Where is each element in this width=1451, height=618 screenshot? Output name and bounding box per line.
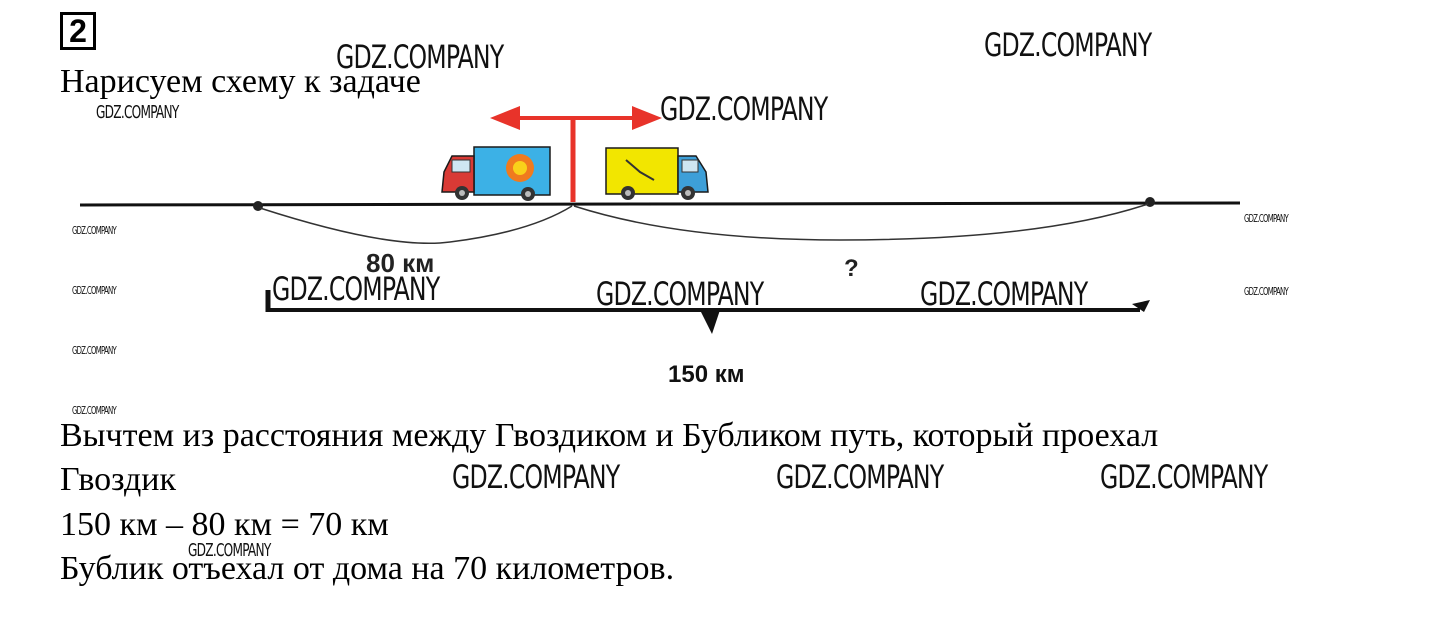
watermark: GDZ.COMPANY xyxy=(920,275,1088,313)
watermark: GDZ.COMPANY xyxy=(72,344,117,357)
equation-text: 150 км – 80 км = 70 км xyxy=(60,506,389,543)
answer-text: Бублик отъехал от дома на 70 километров. xyxy=(60,550,675,587)
left-arrowhead xyxy=(490,106,520,130)
watermark: GDZ.COMPANY xyxy=(596,275,764,313)
watermark: GDZ.COMPANY xyxy=(96,102,179,123)
watermark: GDZ.COMPANY xyxy=(1244,285,1289,298)
task-number: 2 xyxy=(60,12,96,50)
right-distance-arc xyxy=(573,203,1149,241)
left-truck-icon xyxy=(441,146,551,201)
watermark: GDZ.COMPANY xyxy=(72,224,117,237)
total-bar-right-end xyxy=(1132,300,1150,312)
left-distance-label: 80 км xyxy=(366,248,434,278)
watermark: GDZ.COMPANY xyxy=(1244,212,1289,225)
scheme-diagram: 80 км ? 150 км xyxy=(79,106,1241,388)
watermark: GDZ.COMPANY xyxy=(776,458,944,496)
right-truck-icon xyxy=(605,147,709,200)
road-line xyxy=(79,201,1241,207)
watermark: GDZ.COMPANY xyxy=(984,26,1152,64)
total-distance-label: 150 км xyxy=(668,361,744,388)
watermark: GDZ.COMPANY xyxy=(336,38,504,76)
watermark: GDZ.COMPANY xyxy=(1100,458,1268,496)
step-text-line-1: Вычтем из расстояния между Гвоздиком и Б… xyxy=(60,417,1159,454)
intro-text: Нарисуем схему к задаче xyxy=(60,63,421,100)
watermark: GDZ.COMPANY xyxy=(188,540,271,561)
watermark: GDZ.COMPANY xyxy=(72,284,117,297)
watermark: GDZ.COMPANY xyxy=(660,90,828,128)
unknown-distance-label: ? xyxy=(844,255,859,282)
total-bar-middle-marker xyxy=(700,310,720,334)
home-left-point xyxy=(253,201,263,211)
home-right-point xyxy=(1145,197,1155,207)
watermark: GDZ.COMPANY xyxy=(452,458,620,496)
right-arrowhead xyxy=(632,106,662,130)
watermark: GDZ.COMPANY xyxy=(272,270,440,308)
watermark: GDZ.COMPANY xyxy=(72,404,117,417)
left-distance-arc xyxy=(259,205,573,245)
step-text-line-2: Гвоздик xyxy=(60,461,177,498)
